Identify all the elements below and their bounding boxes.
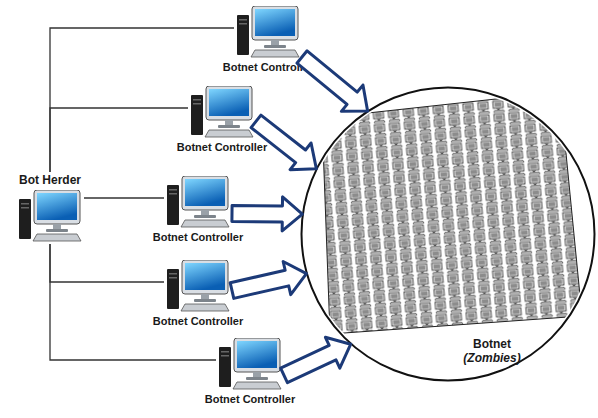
connection-line <box>50 108 188 172</box>
node-label: Botnet Controller <box>223 61 313 73</box>
command-arrow <box>297 51 368 112</box>
node-label: Botnet Controller <box>153 231 243 243</box>
connection-line <box>84 197 164 198</box>
botnet-controller-computer: Botnet Controller <box>164 176 232 244</box>
computer-icon <box>191 86 253 137</box>
computer-icon <box>219 338 281 389</box>
botnet-controller-computer: Botnet Controller <box>216 338 284 406</box>
circle-outline <box>302 88 595 381</box>
botnet-controller-computer: Botnet Controller <box>164 260 232 328</box>
botnet-circle: Botnet(Zombies) <box>300 86 596 382</box>
computer-icon <box>237 6 299 57</box>
command-arrow <box>281 337 351 382</box>
botnet-controller-computer: Botnet Controller <box>188 86 256 154</box>
command-arrow <box>251 115 316 170</box>
node-label: Bot Herder <box>19 174 81 187</box>
node-label: Botnet Controller <box>177 141 267 153</box>
connection-line <box>50 28 234 172</box>
computer-icon <box>167 176 229 227</box>
botnet-controller-computer: Botnet Controller <box>234 6 302 74</box>
computer-icon <box>19 190 81 241</box>
node-label: Botnet <box>473 338 511 351</box>
connection-line <box>50 244 216 360</box>
computer-icon <box>167 260 229 311</box>
node-label: Botnet Controller <box>153 315 243 327</box>
command-arrow <box>230 261 306 298</box>
zombie-computer-grid <box>322 92 582 334</box>
node-label: (Zombies) <box>463 352 520 365</box>
command-arrow <box>232 197 302 231</box>
node-label: Botnet Controller <box>205 393 295 405</box>
bot-herder-computer: Bot Herder <box>16 172 84 244</box>
connection-line <box>50 244 164 282</box>
circle-outline <box>300 86 596 382</box>
